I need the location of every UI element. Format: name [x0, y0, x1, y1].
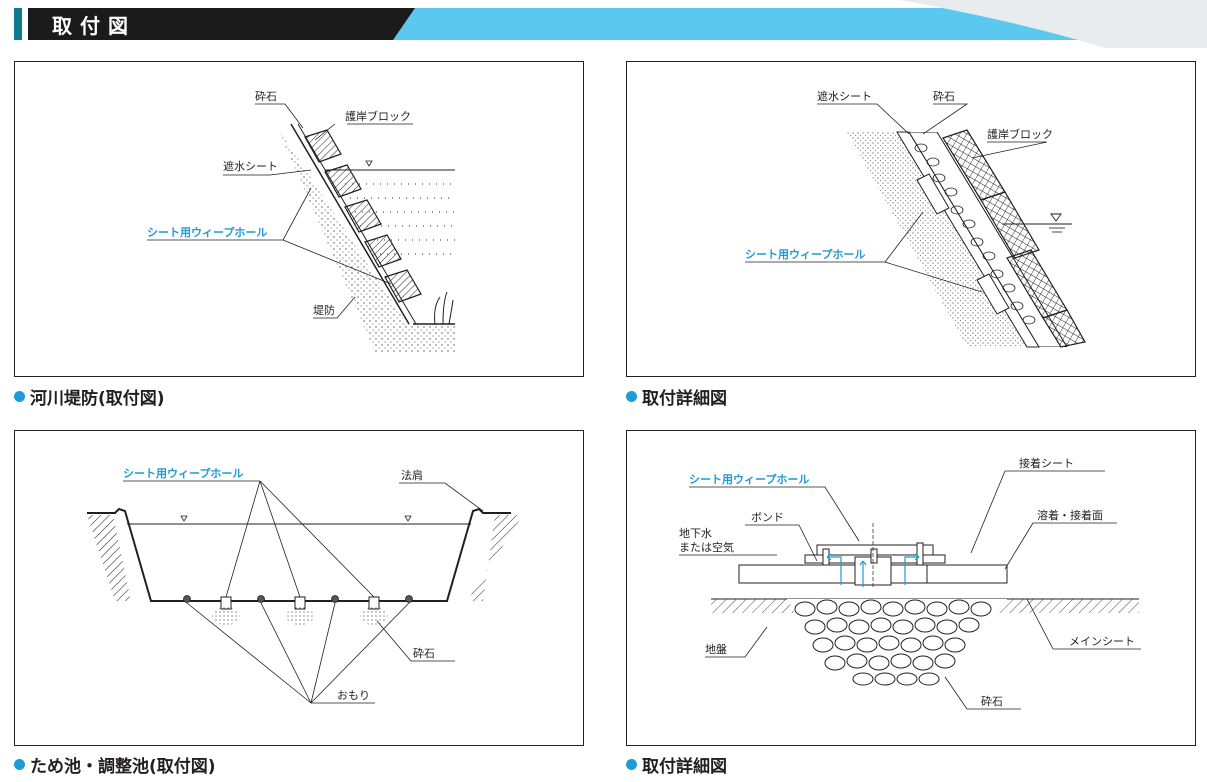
label-adhesive-sheet: 接着シート: [1019, 456, 1074, 470]
panel-detail-2: シート用ウィープホール 接着シート ボンド 溶着・接着面 地下水 または空気 メ…: [626, 430, 1196, 746]
header-banner: [14, 0, 1207, 48]
label-bond: ボンド: [751, 511, 784, 524]
label-revetment-block: 護岸ブロック: [345, 109, 411, 123]
caption-pond: ため池・調整池(取付図): [14, 752, 216, 777]
caption-pond-text: ため池・調整池(取付図): [30, 757, 216, 777]
label-revetment-block: 護岸ブロック: [987, 127, 1053, 141]
bullet-icon: [14, 391, 25, 402]
panel-detail-1: 遮水シート 砕石 護岸ブロック シート用ウィープホール: [626, 61, 1196, 377]
label-shoulder: 法肩: [401, 468, 423, 482]
caption-detail-2: 取付詳細図: [626, 752, 727, 777]
label-groundwater-line2: または空気: [679, 540, 734, 554]
label-gravel: 砕石: [933, 89, 955, 103]
label-ground: 地盤: [705, 643, 727, 656]
page-title: 取付図: [52, 14, 136, 38]
label-weephole: シート用ウィープホール: [123, 466, 243, 480]
bullet-icon: [14, 759, 25, 770]
label-gravel: 砕石: [413, 646, 435, 660]
label-weight: おもり: [337, 689, 370, 702]
label-weephole: シート用ウィープホール: [689, 472, 809, 486]
river-levee-diagram: 砕石 護岸ブロック 遮水シート シート用ウィープホール 堤防: [147, 89, 455, 352]
detail-1-diagram: 遮水シート 砕石 護岸ブロック シート用ウィープホール: [745, 89, 1086, 348]
caption-detail-1: 取付詳細図: [626, 384, 727, 409]
header-accent-bar: [14, 8, 22, 40]
label-gravel: 砕石: [255, 89, 277, 103]
label-levee: 堤防: [313, 303, 335, 317]
caption-detail-2-text: 取付詳細図: [642, 757, 727, 777]
pond-diagram: シート用ウィープホール 法肩 砕石 おもり: [87, 466, 523, 704]
bullet-icon: [626, 759, 637, 770]
label-groundwater-line1: 地下水: [679, 527, 712, 540]
label-waterproof-sheet: 遮水シート: [223, 159, 278, 173]
section-header: 取付図: [0, 0, 1207, 48]
label-waterproof-sheet: 遮水シート: [817, 89, 872, 103]
label-weephole: シート用ウィープホール: [147, 225, 267, 239]
label-welding-surface: 溶着・接着面: [1037, 508, 1103, 522]
panel-pond: シート用ウィープホール 法肩 砕石 おもり: [14, 430, 584, 746]
label-gravel: 砕石: [981, 694, 1003, 708]
detail-2-diagram: シート用ウィープホール 接着シート ボンド 溶着・接着面 地下水 または空気 メ…: [679, 456, 1141, 710]
caption-river-levee: 河川堤防(取付図): [14, 384, 165, 409]
bullet-icon: [626, 391, 637, 402]
caption-river-levee-text: 河川堤防(取付図): [30, 389, 165, 409]
label-weephole: シート用ウィープホール: [745, 247, 865, 261]
label-main-sheet: メインシート: [1069, 635, 1135, 648]
panel-river-levee: 砕石 護岸ブロック 遮水シート シート用ウィープホール 堤防: [14, 61, 584, 377]
caption-detail-1-text: 取付詳細図: [642, 389, 727, 409]
